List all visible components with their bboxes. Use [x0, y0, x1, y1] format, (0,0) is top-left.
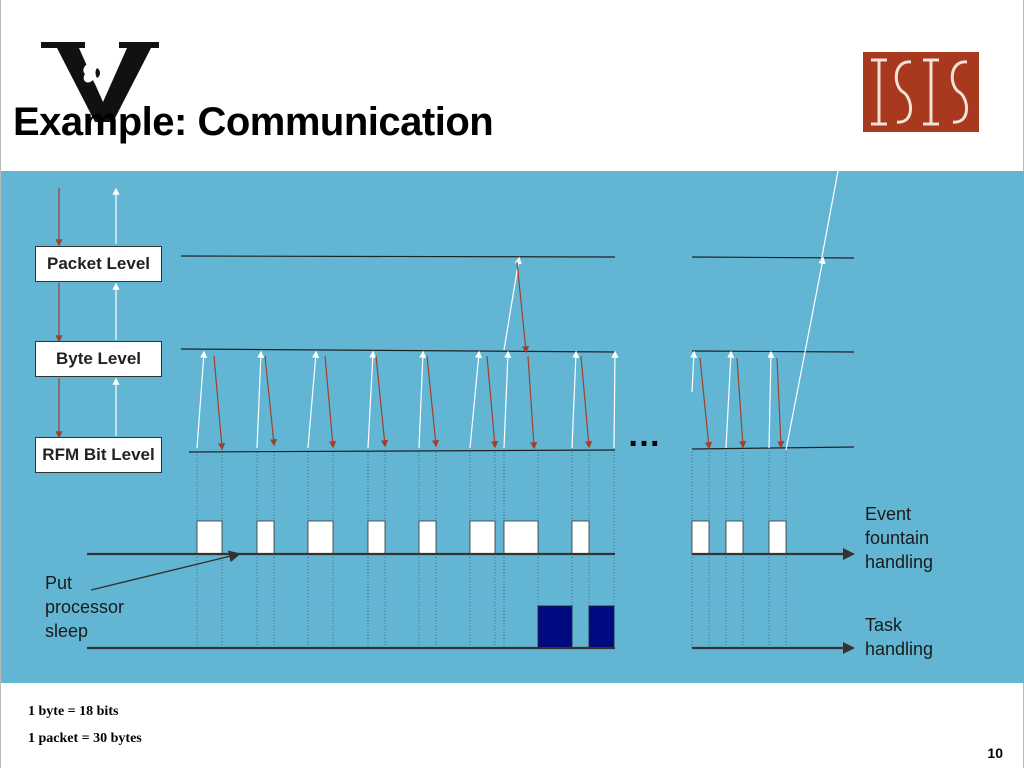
sleep-pointer-arrow — [90, 550, 241, 591]
note-packet-bytes: 1 packet = 30 bytes — [28, 731, 142, 746]
event-blocks — [196, 520, 787, 555]
rfm-bit-level-box: RFM Bit Level — [35, 437, 162, 473]
byte-up-arrows — [196, 170, 839, 451]
ellipsis: … — [627, 416, 665, 454]
byte-level-line — [691, 350, 855, 353]
byte-down-arrows — [213, 261, 785, 451]
packet-level-line — [691, 256, 855, 259]
vanderbilt-v-logo — [41, 42, 159, 122]
page-title: Example: Communication — [13, 100, 494, 144]
packet-level-line — [180, 255, 616, 258]
byte-level-box: Byte Level — [35, 341, 162, 377]
page-number: 10 — [987, 745, 1003, 761]
rfm-level-line — [188, 449, 616, 453]
rfm-level-line — [691, 446, 855, 450]
byte-level-line — [180, 348, 616, 353]
event-fountain-label: Event fountain handling — [865, 504, 934, 572]
isis-logo — [863, 52, 979, 132]
task-blocks — [537, 605, 615, 649]
packet-level-box: Packet Level — [35, 246, 162, 282]
note-byte-bits: 1 byte = 18 bits — [28, 704, 119, 719]
put-processor-sleep-label: Put processor sleep — [45, 573, 125, 641]
task-handling-label: Task handling — [865, 615, 934, 659]
